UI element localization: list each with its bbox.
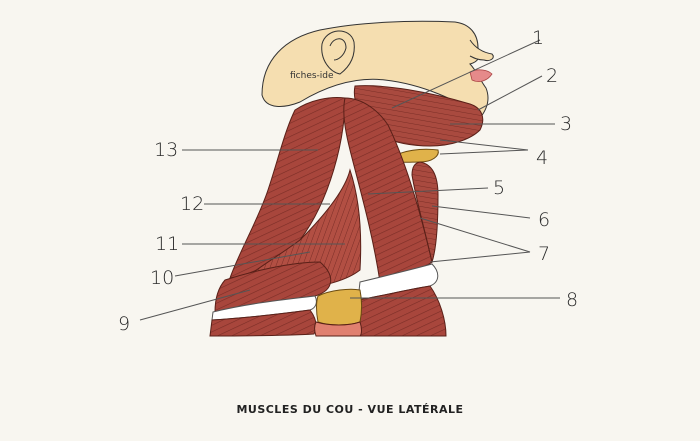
label-10: 10 bbox=[150, 267, 174, 289]
diagram-caption: MUSCLES DU COU - VUE LATÉRALE bbox=[236, 403, 464, 416]
label-11: 11 bbox=[155, 233, 179, 255]
leader-lines bbox=[139, 39, 560, 321]
label-1: 1 bbox=[532, 27, 544, 49]
label-12: 12 bbox=[180, 193, 204, 215]
trachea bbox=[316, 288, 362, 326]
label-3: 3 bbox=[560, 113, 572, 135]
label-6: 6 bbox=[538, 209, 550, 231]
watermark: fiches-ide bbox=[290, 71, 334, 81]
label-7: 7 bbox=[538, 243, 550, 265]
lips bbox=[469, 69, 493, 82]
label-4: 4 bbox=[536, 147, 548, 169]
sternal-region bbox=[314, 321, 362, 337]
label-8: 8 bbox=[566, 289, 578, 311]
labels: 1 2 3 4 5 6 7 8 9 10 11 12 13 bbox=[118, 27, 578, 335]
ear bbox=[321, 30, 355, 75]
label-9: 9 bbox=[118, 313, 130, 335]
nose bbox=[469, 39, 494, 61]
label-2: 2 bbox=[546, 65, 558, 87]
label-13: 13 bbox=[154, 139, 178, 161]
label-5: 5 bbox=[493, 177, 505, 199]
